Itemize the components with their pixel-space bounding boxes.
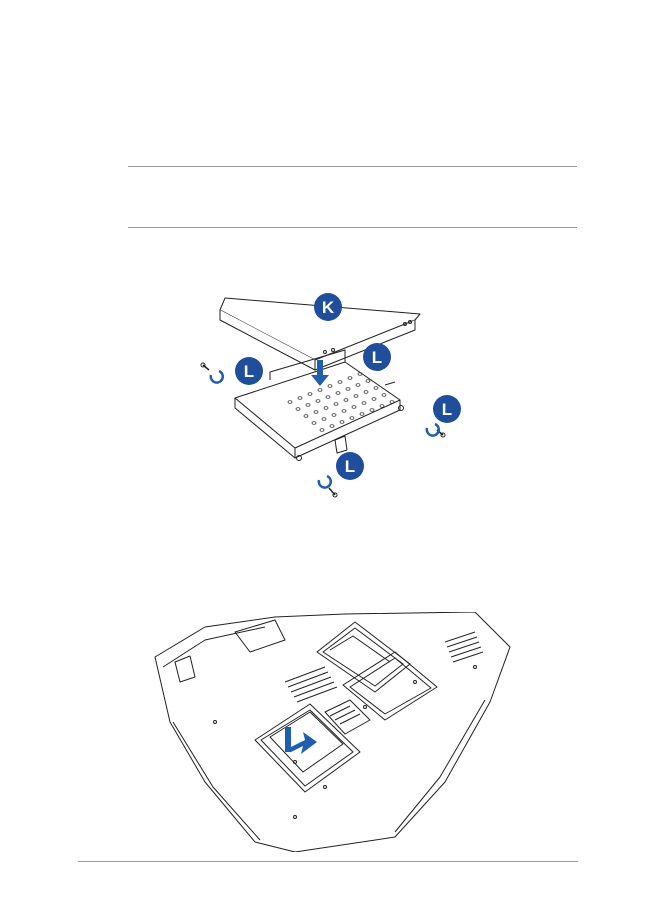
insert-arrow-icon	[311, 360, 329, 386]
laptop-underside-illustration	[154, 612, 511, 852]
callout-l-bottom: L	[336, 452, 364, 480]
hdd-bracket-illustration: K L L L L	[200, 293, 461, 498]
slide-arrow-icon	[285, 727, 317, 754]
note-top-divider	[128, 166, 577, 167]
vent-grille	[284, 631, 484, 703]
svg-text:L: L	[372, 348, 382, 367]
callout-l-left: L	[235, 357, 263, 385]
svg-text:L: L	[442, 400, 452, 419]
svg-text:K: K	[322, 298, 335, 317]
callout-l-right: L	[433, 395, 461, 423]
rotate-arrow-icon	[317, 474, 332, 489]
note-bottom-divider	[128, 227, 577, 228]
bracket-vent-holes	[287, 372, 395, 432]
rotate-arrow-icon	[209, 369, 224, 384]
callout-l-top-right: L	[363, 343, 391, 371]
rotate-arrow-icon	[425, 422, 440, 437]
footer-divider	[78, 861, 578, 862]
callout-k: K	[314, 293, 342, 321]
svg-text:L: L	[345, 457, 355, 476]
svg-text:L: L	[244, 362, 254, 381]
